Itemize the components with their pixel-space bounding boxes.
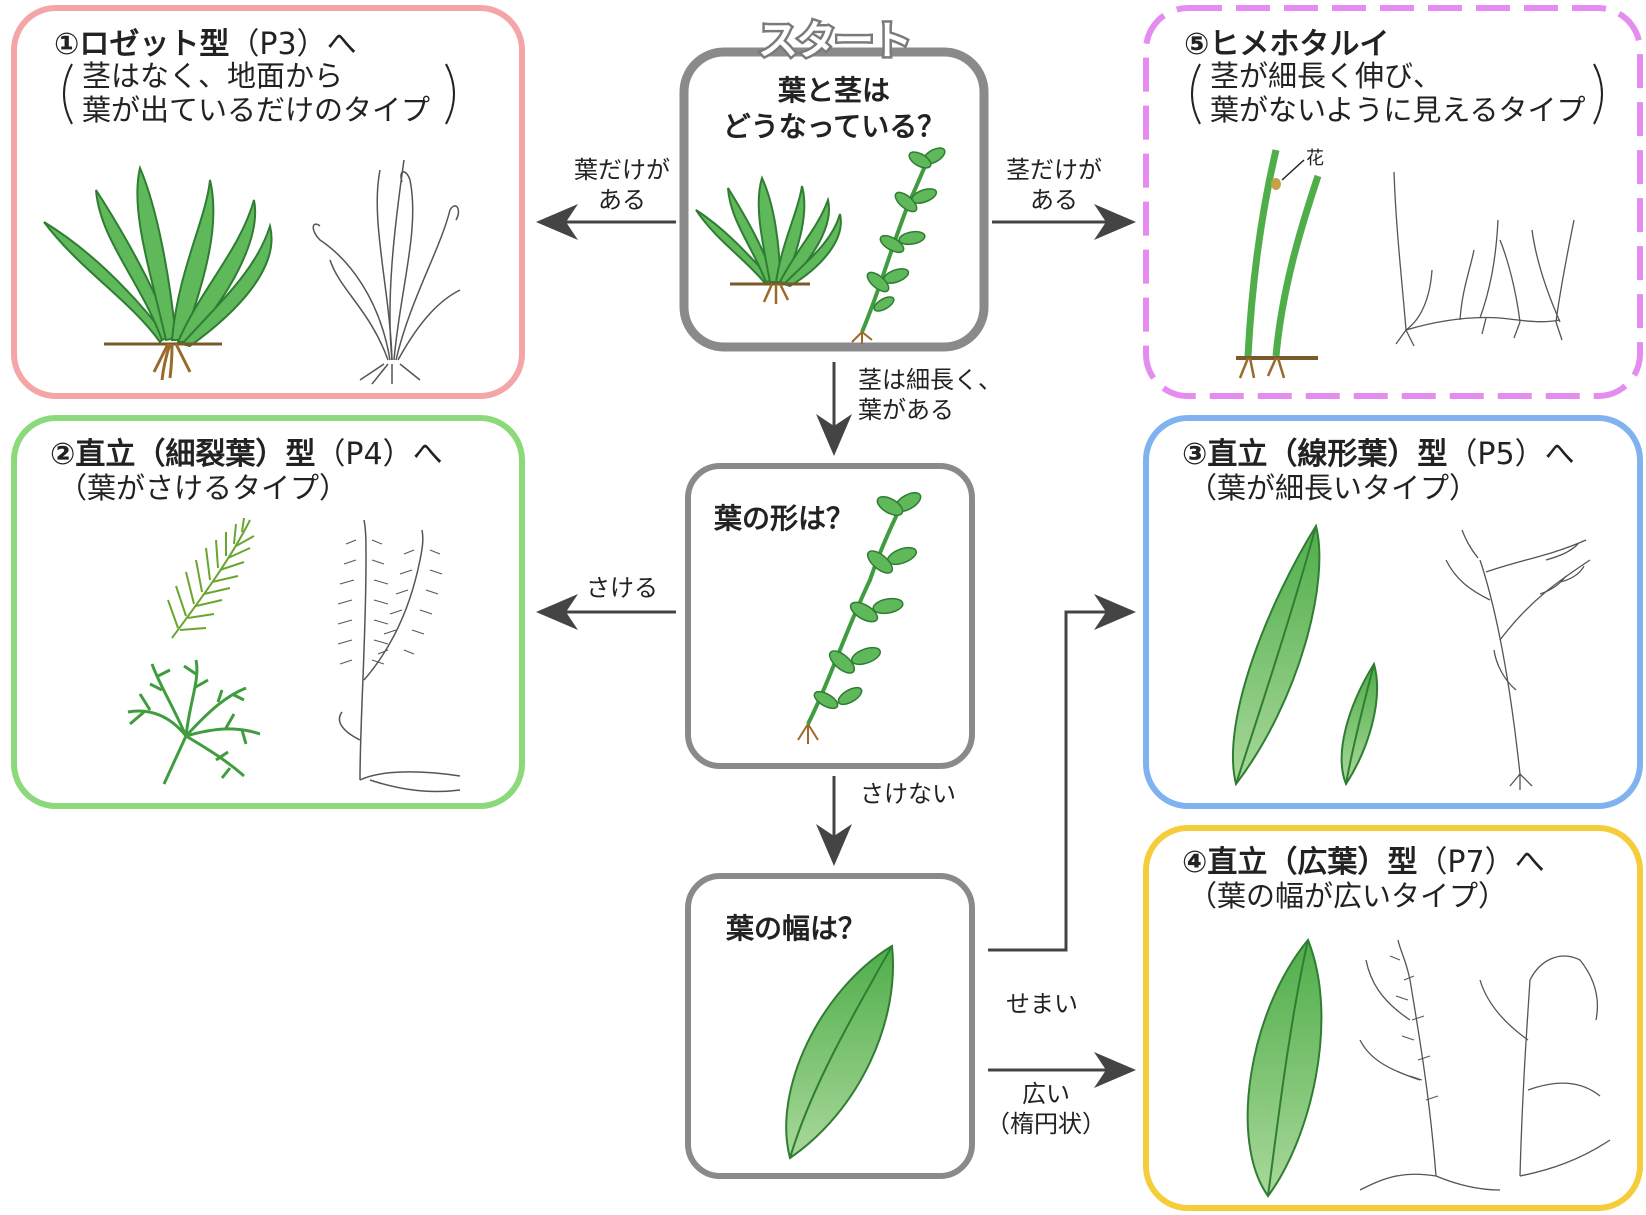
start-label: スタート (758, 18, 910, 64)
broad-desc: （葉の幅が広いタイプ） (1188, 879, 1507, 913)
hime-desc-1: 茎が細長く伸び、 (1210, 59, 1442, 93)
question-1-line1: 葉と茎は (777, 74, 890, 107)
edge-label-linear: せまい (1006, 990, 1078, 1018)
edge-label-down2: さけない (860, 780, 956, 808)
flower-label: 花 (1306, 148, 1324, 169)
edge-label-broad-2: （楕円状） (986, 1110, 1106, 1138)
rosette-desc-2: 葉が出ているだけのタイプ (82, 93, 430, 127)
question-1-line2: どうなっている？ (723, 110, 946, 143)
hime-title: ⑤ヒメホタルイ (1184, 27, 1389, 62)
broad-title: ④直立（広葉）型（P7）へ (1182, 845, 1545, 880)
rosette-desc-1: 茎はなく、地面から (82, 59, 343, 93)
edge-label-hime-2: ある (1030, 186, 1078, 214)
fine-desc: （葉がさけるタイプ） (58, 471, 348, 505)
arrow-to-linear (988, 612, 1110, 950)
edge-label-down1-2: 葉がある (858, 396, 954, 424)
linear-title: ③直立（線形葉）型（P5）へ (1182, 437, 1575, 472)
question-3-text: 葉の幅は？ (725, 912, 866, 945)
edge-label-hime-1: 茎だけが (1006, 156, 1102, 184)
edge-label-down1-1: 茎は細長く、 (858, 366, 1002, 394)
hime-desc-2: 葉がないように見えるタイプ (1210, 93, 1586, 127)
edge-label-rosette-2: ある (598, 186, 646, 214)
question-2-text: 葉の形は？ (713, 502, 854, 535)
fine-title: ②直立（細裂葉）型（P4）へ (50, 437, 443, 472)
linear-desc: （葉が細長いタイプ） (1188, 471, 1478, 505)
flower-icon (1271, 178, 1281, 190)
edge-label-rosette-1: 葉だけが (574, 156, 670, 184)
edge-label-fine: さける (586, 574, 658, 602)
edge-label-broad-1: 広い (1022, 1080, 1070, 1108)
rosette-title: ①ロゼット型（P3）へ (54, 27, 357, 62)
